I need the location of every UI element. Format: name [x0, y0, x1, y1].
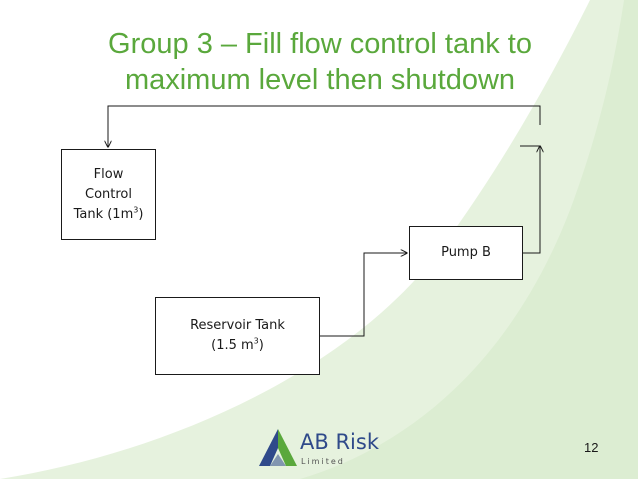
reservoir-tank-line-1: Reservoir Tank [190, 318, 285, 333]
page-number: 12 [584, 440, 599, 455]
pump-to-tank-return-connector [523, 146, 540, 254]
logo-mark-icon [259, 429, 297, 466]
pump-b-label: Pump B [441, 245, 491, 260]
logo-name: AB Risk [300, 430, 379, 454]
flow-control-tank-box: Flow Control Tank (1m3) [61, 149, 156, 240]
pump-b-box: Pump B [409, 226, 523, 280]
slide-title-line-1: Group 3 – Fill flow control tank to [108, 28, 532, 60]
reservoir-tank-box: Reservoir Tank (1.5 m3) [155, 297, 320, 375]
flow-control-tank-line-1: Flow [93, 166, 124, 182]
reservoir-tank-line-2: (1.5 m3) [211, 336, 264, 353]
slide-title-line-2: maximum level then shutdown [124, 64, 516, 96]
flow-control-tank-line-2: Control [85, 186, 132, 202]
ab-risk-logo: AB Risk Limited [256, 426, 386, 474]
reservoir-to-pump-connector [320, 253, 407, 337]
logo-subtitle: Limited [301, 457, 345, 466]
tank-fill-connector [108, 105, 541, 147]
flow-control-tank-line-3: Tank (1m3) [73, 205, 144, 222]
